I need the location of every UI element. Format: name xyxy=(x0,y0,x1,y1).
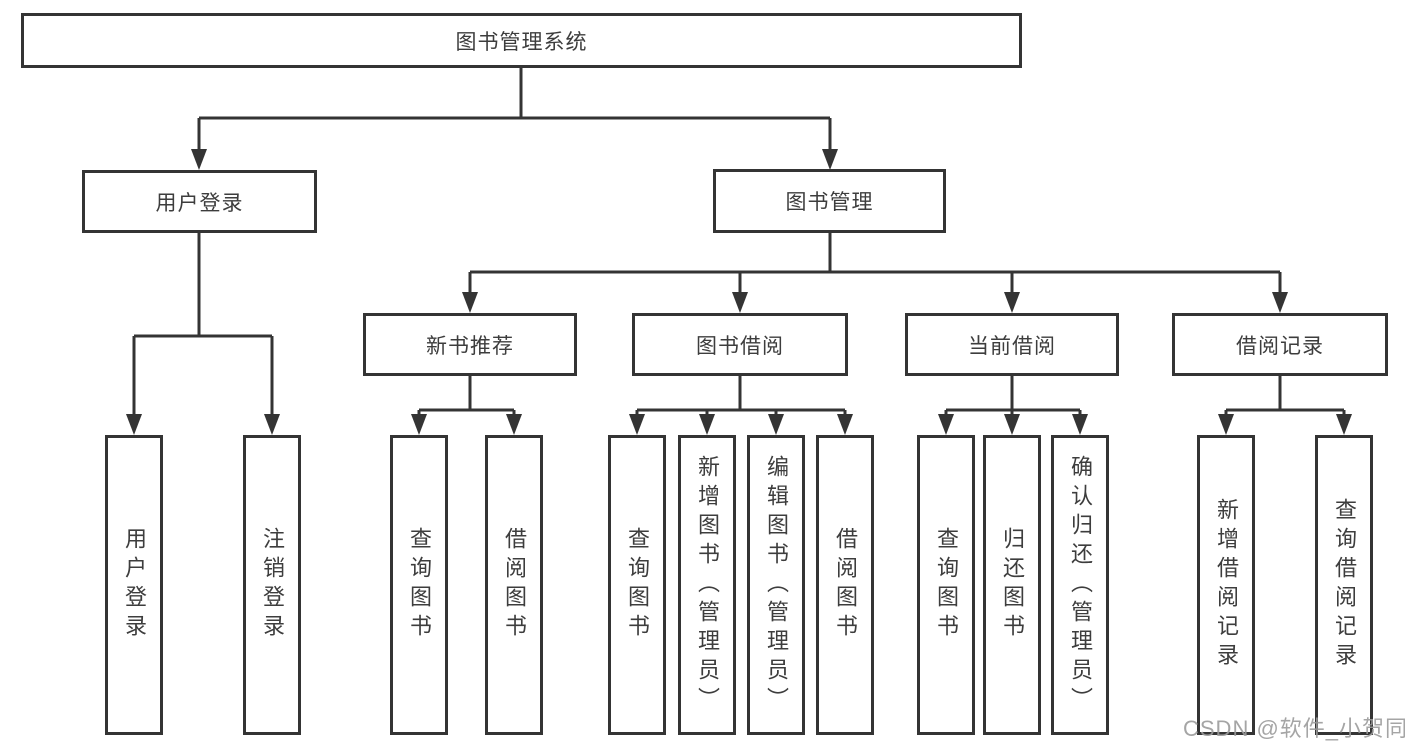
leaf-query-books-current: 查询图书 xyxy=(917,435,975,735)
node-library-management-system: 图书管理系统 xyxy=(21,13,1022,68)
arrowheads xyxy=(126,149,1352,435)
leaf-add-borrowing-record: 新增借阅记录 xyxy=(1197,435,1255,735)
node-current-borrowing: 当前借阅 xyxy=(905,313,1119,376)
leaf-label: 归还图书 xyxy=(1000,527,1025,643)
leaf-label: 确认归还（管理员） xyxy=(1068,454,1093,716)
leaf-edit-books-admin: 编辑图书（管理员） xyxy=(747,435,805,735)
leaf-label: 编辑图书（管理员） xyxy=(764,454,789,716)
leaf-label: 借阅图书 xyxy=(502,527,527,643)
leaf-label: 查询图书 xyxy=(407,527,432,643)
node-user-login: 用户登录 xyxy=(82,170,317,233)
node-label: 图书借阅 xyxy=(696,334,784,358)
leaf-query-borrowing-record: 查询借阅记录 xyxy=(1315,435,1373,735)
leaf-confirm-return-admin: 确认归还（管理员） xyxy=(1051,435,1109,735)
leaf-label: 查询图书 xyxy=(934,527,959,643)
leaf-user-login: 用户登录 xyxy=(105,435,163,735)
node-borrowing-records: 借阅记录 xyxy=(1172,313,1388,376)
node-label: 当前借阅 xyxy=(968,334,1056,358)
leaf-label: 新增借阅记录 xyxy=(1214,498,1239,672)
leaf-logout: 注销登录 xyxy=(243,435,301,735)
leaf-label: 用户登录 xyxy=(122,527,147,643)
csdn-watermark: CSDN @软件_小贺同学 xyxy=(1183,716,1405,741)
leaf-add-books-admin: 新增图书（管理员） xyxy=(678,435,736,735)
leaf-query-books-borrowing: 查询图书 xyxy=(608,435,666,735)
node-book-management: 图书管理 xyxy=(713,169,946,233)
leaf-label: 新增图书（管理员） xyxy=(695,454,720,716)
leaf-label: 借阅图书 xyxy=(833,527,858,643)
node-new-book-recommendation: 新书推荐 xyxy=(363,313,577,376)
node-label: 图书管理 xyxy=(785,191,874,214)
leaf-label: 查询借阅记录 xyxy=(1332,498,1357,672)
leaf-label: 注销登录 xyxy=(260,527,285,643)
leaf-borrow-books-borrowing: 借阅图书 xyxy=(816,435,874,735)
leaf-borrow-books-recommend: 借阅图书 xyxy=(485,435,543,735)
node-label: 新书推荐 xyxy=(426,334,514,358)
node-label: 图书管理系统 xyxy=(455,30,588,54)
node-label: 用户登录 xyxy=(155,191,244,215)
leaf-return-books: 归还图书 xyxy=(983,435,1041,735)
leaf-label: 查询图书 xyxy=(625,527,650,643)
node-book-borrowing: 图书借阅 xyxy=(632,313,848,376)
leaf-query-books-recommend: 查询图书 xyxy=(390,435,448,735)
node-label: 借阅记录 xyxy=(1236,334,1324,358)
